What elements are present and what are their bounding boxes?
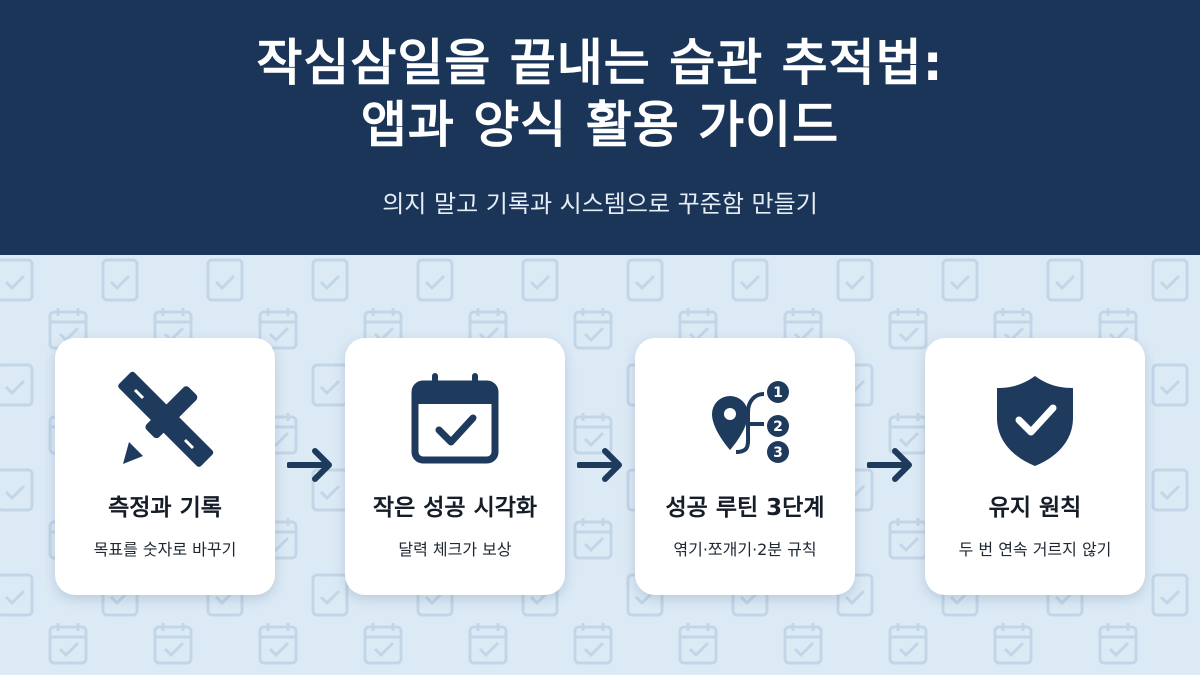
page-subtitle: 의지 말고 기록과 시스템으로 꾸준함 만들기 xyxy=(382,190,818,218)
step-subtitle: 엮기·쪼개기·2분 규칙 xyxy=(673,540,817,559)
step-number: 1 xyxy=(773,385,783,401)
step-card-2: 작은 성공 시각화 달력 체크가 보상 xyxy=(345,338,565,595)
title-line-1: 작심삼일을 끝내는 습관 추적법: xyxy=(256,34,944,92)
header-banner: 작심삼일을 끝내는 습관 추적법: 앱과 양식 활용 가이드 의지 말고 기록과… xyxy=(0,0,1200,255)
arrow-right-icon xyxy=(577,448,622,482)
page-title: 작심삼일을 끝내는 습관 추적법: 앱과 양식 활용 가이드 xyxy=(0,32,1200,156)
shield-check-icon xyxy=(997,376,1073,466)
step-number: 2 xyxy=(773,419,783,435)
step-card-1: 측정과 기록 목표를 숫자로 바꾸기 xyxy=(55,338,275,595)
calendar-check-icon xyxy=(411,373,499,464)
step-card-3: 1 2 3 성공 루틴 3단계 엮기·쪼개기·2분 규칙 xyxy=(635,338,855,595)
step-card-4: 유지 원칙 두 번 연속 거르지 않기 xyxy=(925,338,1145,595)
pencil-ruler-icon xyxy=(118,371,214,467)
step-subtitle: 목표를 숫자로 바꾸기 xyxy=(93,540,237,559)
arrow-right-icon xyxy=(867,448,912,482)
step-subtitle: 달력 체크가 보상 xyxy=(398,540,512,559)
step-title: 작은 성공 시각화 xyxy=(372,495,538,521)
route-steps-icon: 1 2 3 xyxy=(712,381,789,463)
step-title: 유지 원칙 xyxy=(988,495,1082,521)
step-subtitle: 두 번 연속 거르지 않기 xyxy=(958,540,1112,559)
step-title: 측정과 기록 xyxy=(108,495,222,521)
step-number: 3 xyxy=(773,445,783,461)
title-line-2: 앱과 양식 활용 가이드 xyxy=(360,96,840,154)
arrow-right-icon xyxy=(287,448,332,482)
step-title: 성공 루틴 3단계 xyxy=(665,495,825,521)
